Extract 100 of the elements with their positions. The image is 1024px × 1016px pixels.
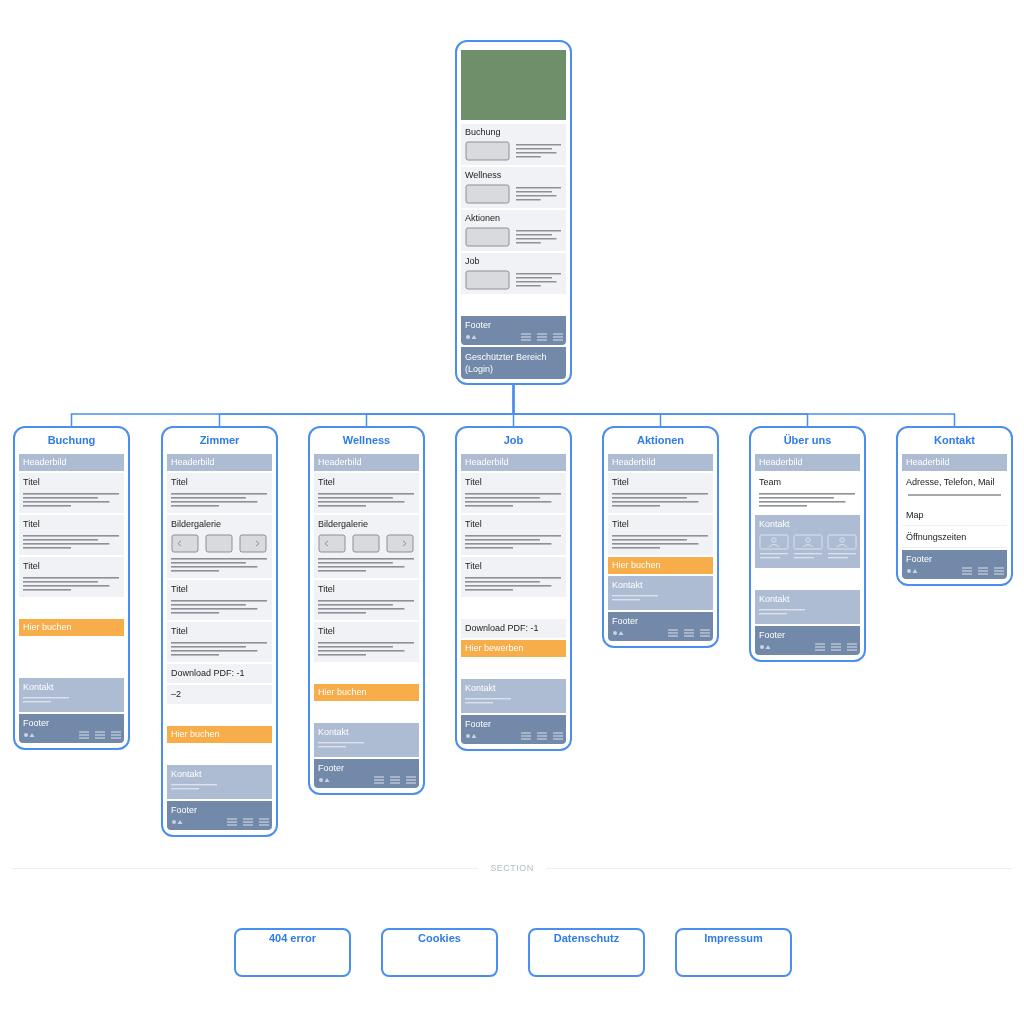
block-label: Aktionen bbox=[465, 213, 502, 224]
block-label: Download PDF: -1 bbox=[171, 668, 246, 679]
login-bar bbox=[461, 347, 566, 379]
call-to-action-bar bbox=[314, 684, 419, 701]
content-block bbox=[19, 515, 124, 555]
block-label: Titel bbox=[318, 477, 336, 488]
page-card bbox=[455, 426, 572, 751]
page-title: Buchung bbox=[46, 433, 97, 448]
page-card bbox=[749, 426, 866, 662]
content-block bbox=[167, 580, 272, 620]
call-to-action-bar bbox=[19, 619, 124, 636]
contact-block bbox=[755, 515, 860, 568]
page-card bbox=[455, 40, 572, 385]
page-title: Zimmer bbox=[198, 433, 241, 448]
block-label: –2 bbox=[171, 689, 182, 700]
block-label: Titel bbox=[318, 626, 336, 637]
block-label: Titel bbox=[23, 561, 41, 572]
block-label: Headerbild bbox=[465, 457, 510, 468]
block-label: Titel bbox=[171, 584, 189, 595]
block-label: Titel bbox=[23, 477, 41, 488]
block-label: Headerbild bbox=[759, 457, 804, 468]
content-block bbox=[314, 580, 419, 620]
section-label: SECTION bbox=[490, 862, 534, 875]
header-image-bar bbox=[461, 454, 566, 471]
block-label: Titel bbox=[171, 477, 189, 488]
footer-bar bbox=[167, 801, 272, 830]
page-card bbox=[161, 426, 278, 837]
block-label: Titel bbox=[171, 626, 189, 637]
teaser-block bbox=[461, 210, 566, 251]
content-block bbox=[167, 622, 272, 662]
contact-block bbox=[608, 576, 713, 610]
header-image-bar bbox=[167, 454, 272, 471]
contact-block bbox=[167, 765, 272, 799]
block-label: Hier buchen bbox=[318, 687, 368, 698]
block-label: Footer bbox=[759, 630, 786, 641]
block-label: Adresse, Telefon, Mail bbox=[906, 477, 996, 488]
block-label: Kontakt bbox=[759, 594, 791, 605]
block-label: Kontakt bbox=[318, 727, 350, 738]
block-label: Titel bbox=[465, 477, 483, 488]
contact-block bbox=[755, 590, 860, 624]
block-label: Footer bbox=[465, 320, 492, 331]
content-block bbox=[314, 622, 419, 662]
footer-bar bbox=[461, 316, 566, 345]
header-image-bar bbox=[902, 454, 1007, 471]
block-label: Titel bbox=[612, 477, 630, 488]
content-block bbox=[314, 473, 419, 513]
content-block bbox=[19, 473, 124, 513]
block-label: Headerbild bbox=[612, 457, 657, 468]
page-title: Über uns bbox=[782, 433, 833, 448]
footer-bar bbox=[902, 550, 1007, 579]
header-image-bar bbox=[755, 454, 860, 471]
page-card bbox=[528, 928, 645, 977]
block-label: Titel bbox=[465, 519, 483, 530]
page-title: Kontakt bbox=[933, 433, 976, 448]
call-to-action-bar bbox=[608, 557, 713, 574]
block-label: Headerbild bbox=[23, 457, 68, 468]
page-title: 404 error bbox=[268, 931, 317, 946]
block-label: Titel bbox=[23, 519, 41, 530]
content-block bbox=[19, 557, 124, 597]
contact-block bbox=[461, 679, 566, 713]
call-to-action-bar bbox=[167, 726, 272, 743]
block-label: Footer bbox=[465, 719, 492, 730]
block-label: Bildergalerie bbox=[171, 519, 223, 530]
content-block bbox=[167, 473, 272, 513]
block-label: Hier buchen bbox=[171, 729, 221, 740]
block-label: Headerbild bbox=[318, 457, 363, 468]
page-title: Datenschutz bbox=[553, 931, 620, 946]
content-block bbox=[608, 473, 713, 513]
footer-bar bbox=[461, 715, 566, 744]
block-label: Footer bbox=[171, 805, 198, 816]
block-label: Hier buchen bbox=[612, 560, 662, 571]
block-label: Job bbox=[465, 256, 481, 267]
page-card bbox=[602, 426, 719, 648]
teaser-block bbox=[461, 167, 566, 208]
block-label: Headerbild bbox=[906, 457, 951, 468]
connector-line bbox=[512, 384, 956, 427]
page-card bbox=[381, 928, 498, 977]
block-label: Footer bbox=[906, 554, 933, 565]
footer-bar bbox=[755, 626, 860, 655]
content-block bbox=[608, 515, 713, 555]
block-label: Footer bbox=[612, 616, 639, 627]
block-label: Map bbox=[906, 510, 925, 521]
footer-bar bbox=[608, 612, 713, 641]
page-title: Job bbox=[502, 433, 525, 448]
block-label: Wellness bbox=[465, 170, 503, 181]
contact-block bbox=[314, 723, 419, 757]
content-block bbox=[461, 557, 566, 597]
block-label: Kontakt bbox=[612, 580, 644, 591]
block-label: Titel bbox=[465, 561, 483, 572]
block-label: Kontakt bbox=[759, 519, 791, 530]
block-label: Hier buchen bbox=[23, 622, 73, 633]
header-image-bar bbox=[314, 454, 419, 471]
page-title: Impressum bbox=[704, 931, 763, 946]
block-label: Footer bbox=[318, 763, 345, 774]
block-label: Hier bewerben bbox=[465, 643, 525, 654]
block-label: Buchung bbox=[465, 127, 502, 138]
block-label: Headerbild bbox=[171, 457, 216, 468]
page-card bbox=[308, 426, 425, 795]
footer-bar bbox=[19, 714, 124, 743]
page-title: Cookies bbox=[418, 931, 461, 946]
